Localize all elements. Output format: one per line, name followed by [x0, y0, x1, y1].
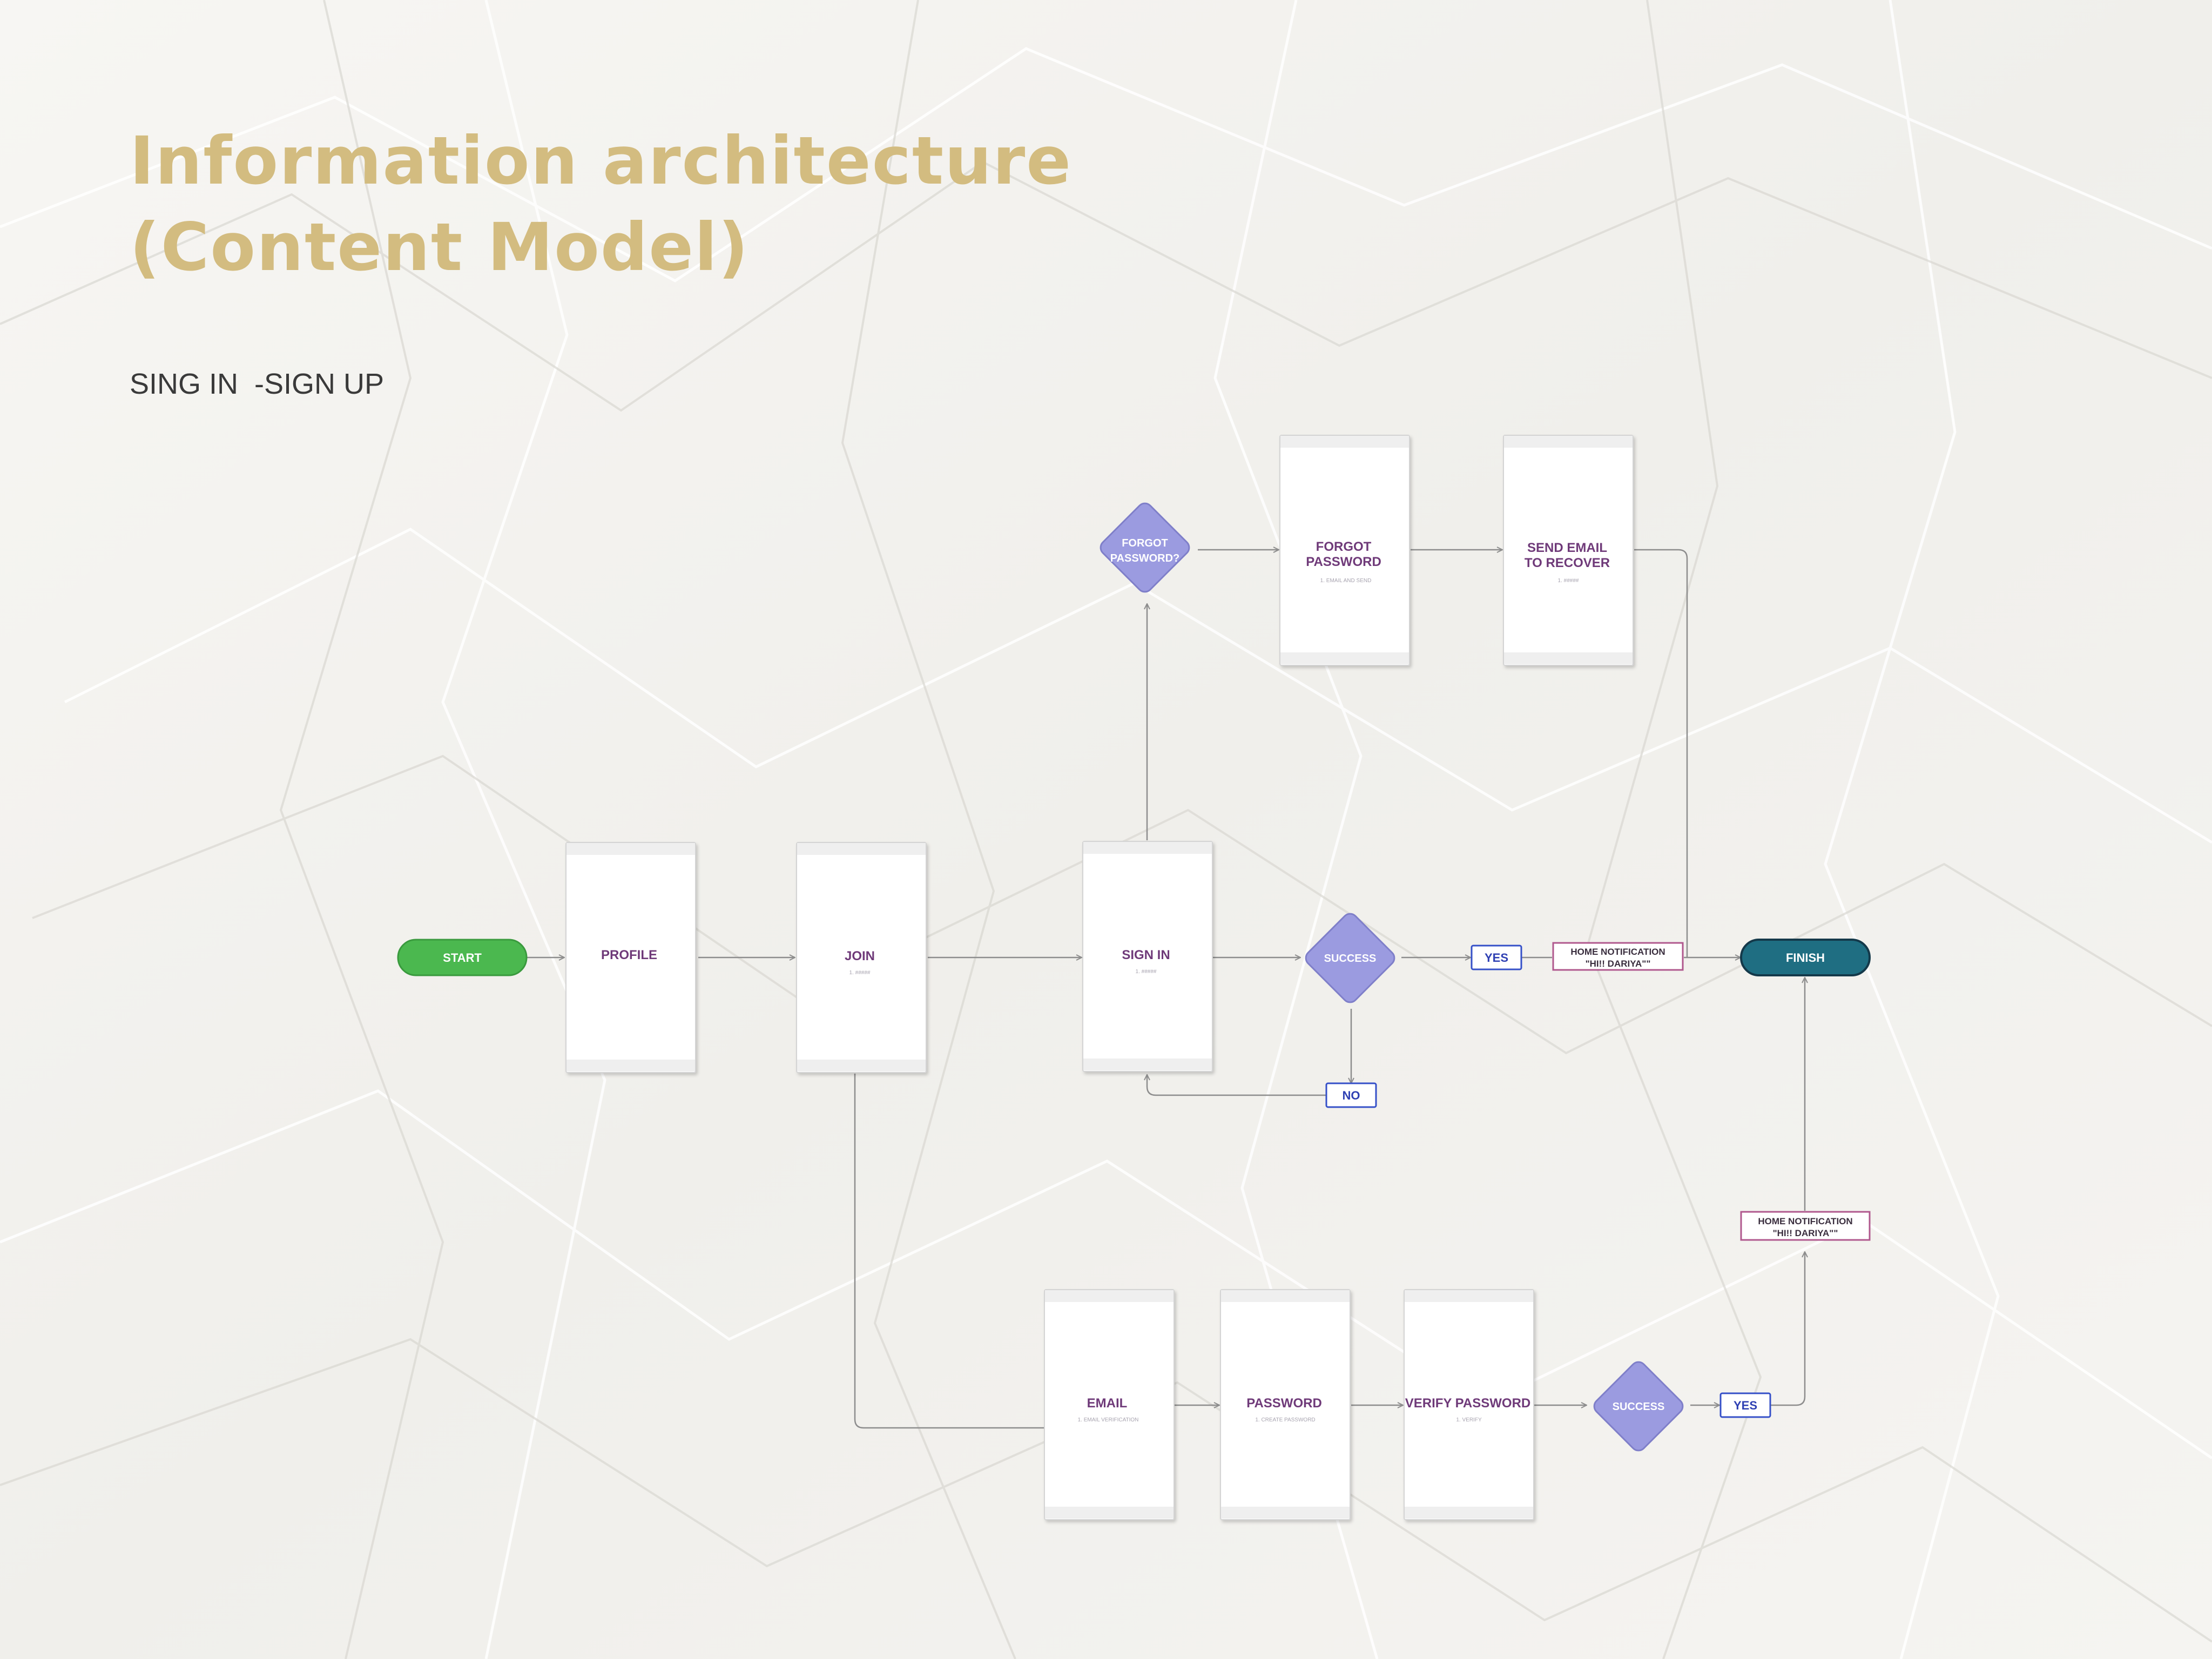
screen-label-send-email-1: SEND EMAIL	[1527, 541, 1607, 555]
note-bottom-line-1: HOME NOTIFICATION	[1758, 1216, 1852, 1226]
screen-label-password: PASSWORD	[1246, 1396, 1322, 1411]
yes-label-top: YES	[1471, 945, 1522, 970]
yes-top-text: YES	[1485, 951, 1508, 965]
connector-yes-note-bottom	[1770, 1252, 1805, 1406]
connectors	[527, 549, 1805, 1429]
screen-card-send-email[interactable]: SEND EMAIL TO RECOVER 1. #####	[1503, 435, 1634, 666]
screen-label-email: EMAIL	[1087, 1396, 1128, 1411]
screen-card-profile[interactable]: PROFILE	[565, 842, 696, 1073]
screen-label-forgot-1: FORGOT	[1316, 539, 1372, 554]
screen-card-signin[interactable]: SIGN IN 1. #####	[1082, 841, 1213, 1072]
screen-label-verify: VERIFY PASSWORD	[1405, 1396, 1530, 1411]
section-subtitle: SING IN -SIGN UP	[130, 368, 385, 400]
decision-forgot-password[interactable]: FORGOT PASSWORD?	[1097, 500, 1192, 595]
screen-card-join[interactable]: JOIN 1. #####	[796, 842, 927, 1073]
screen-sub-password: 1. CREATE PASSWORD	[1255, 1417, 1315, 1423]
screen-sub-signin: 1. #####	[1136, 969, 1157, 975]
screen-label-signin: SIGN IN	[1122, 948, 1170, 962]
no-label: NO	[1325, 1082, 1377, 1108]
yes-label-bottom: YES	[1719, 1392, 1771, 1418]
decision-success-bottom-label: SUCCESS	[1613, 1401, 1665, 1413]
home-notification-note-top: HOME NOTIFICATION "HI!! DARIYA""	[1552, 942, 1684, 971]
screen-sub-verify: 1. VERIFY	[1456, 1417, 1482, 1423]
no-text: NO	[1343, 1089, 1360, 1102]
decision-forgot-line-1: FORGOT	[1122, 537, 1168, 549]
screen-sub-join: 1. #####	[849, 970, 871, 976]
start-terminator[interactable]: START	[397, 939, 528, 976]
note-top-line-1: HOME NOTIFICATION	[1570, 947, 1665, 957]
screen-card-password[interactable]: PASSWORD 1. CREATE PASSWORD	[1220, 1289, 1351, 1520]
screen-sub-forgot: 1. EMAIL AND SEND	[1320, 578, 1372, 584]
connector-sendemail-finish	[1634, 549, 1688, 957]
decision-success-top-label: SUCCESS	[1324, 953, 1377, 965]
decision-forgot-line-2: PASSWORD?	[1110, 552, 1180, 564]
note-bottom-line-2: "HI!! DARIYA""	[1773, 1228, 1838, 1238]
screen-label-forgot-2: PASSWORD	[1306, 555, 1381, 569]
screen-label-send-email-2: TO RECOVER	[1525, 556, 1610, 570]
screen-card-email[interactable]: EMAIL 1. EMAIL VERIFICATION	[1044, 1289, 1175, 1520]
connector-join-email	[854, 1074, 1044, 1429]
finish-label: FINISH	[1786, 951, 1825, 965]
home-notification-note-bottom: HOME NOTIFICATION "HI!! DARIYA""	[1740, 1211, 1871, 1241]
decision-success-signup[interactable]: SUCCESS	[1591, 1359, 1685, 1453]
connector-no-signin	[1147, 1075, 1326, 1096]
note-top-line-2: "HI!! DARIYA""	[1586, 959, 1651, 969]
screen-label-join: JOIN	[845, 949, 875, 963]
screen-sub-email: 1. EMAIL VERIFICATION	[1078, 1417, 1139, 1423]
page-title: Information architecture (Content Model)	[130, 118, 1072, 291]
yes-bottom-text: YES	[1734, 1399, 1757, 1412]
screen-card-forgot-password[interactable]: FORGOT PASSWORD 1. EMAIL AND SEND	[1279, 435, 1410, 666]
decision-success-signin[interactable]: SUCCESS	[1303, 911, 1397, 1005]
title-line-1: Information architecture	[130, 123, 1072, 199]
screen-sub-send-email: 1. #####	[1558, 578, 1579, 584]
finish-terminator[interactable]: FINISH	[1740, 939, 1871, 976]
title-line-2: (Content Model)	[130, 209, 750, 286]
start-label: START	[443, 951, 482, 965]
screen-card-verify-password[interactable]: VERIFY PASSWORD 1. VERIFY	[1404, 1289, 1534, 1520]
screen-label-profile: PROFILE	[601, 948, 657, 962]
